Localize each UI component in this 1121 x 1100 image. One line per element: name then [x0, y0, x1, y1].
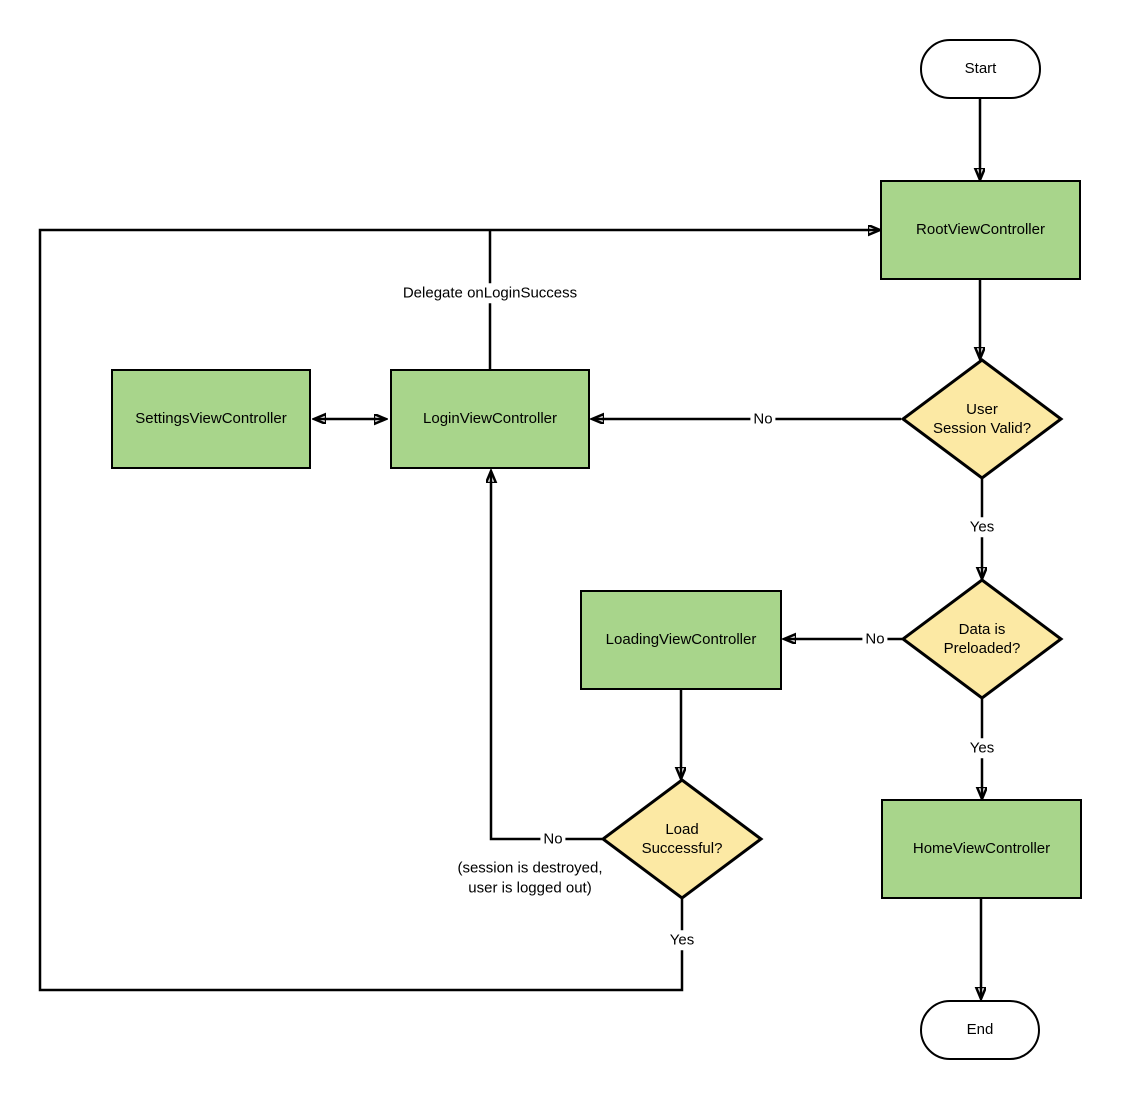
node-load-successful-label: Load Successful?: [641, 820, 723, 858]
node-home-view-controller: HomeViewController: [881, 799, 1082, 899]
label-session-valid-no: No: [750, 409, 776, 429]
edge-load-successful-yes-to-root: [38, 230, 878, 992]
label-data-preloaded-no: No: [862, 629, 888, 649]
node-loading-view-controller-label: LoadingViewController: [605, 630, 757, 648]
diamond-shape: [900, 358, 1064, 480]
label-session-valid-yes: Yes: [966, 517, 998, 537]
node-data-is-preloaded: Data is Preloaded?: [900, 578, 1064, 700]
diamond-shape: [600, 778, 764, 900]
node-loading-view-controller: LoadingViewController: [580, 590, 782, 690]
label-session-destroyed-note: (session is destroyed, user is logged ou…: [454, 858, 606, 898]
node-login-view-controller: LoginViewController: [390, 369, 590, 469]
node-end: End: [920, 1000, 1040, 1060]
node-settings-view-controller-label: SettingsViewController: [135, 409, 287, 427]
label-delegate-onloginsuccess: Delegate onLoginSuccess: [399, 283, 581, 303]
node-root-view-controller: RootViewController: [880, 180, 1081, 280]
node-data-is-preloaded-label: Data is Preloaded?: [943, 620, 1021, 658]
node-load-successful: Load Successful?: [600, 778, 764, 900]
node-home-view-controller-label: HomeViewController: [912, 839, 1051, 857]
node-user-session-valid-label: User Session Valid?: [932, 400, 1032, 438]
label-data-preloaded-yes: Yes: [966, 738, 998, 758]
node-login-view-controller-label: LoginViewController: [423, 409, 557, 427]
node-end-label: End: [966, 1020, 994, 1038]
node-user-session-valid: User Session Valid?: [900, 358, 1064, 480]
node-settings-view-controller: SettingsViewController: [111, 369, 311, 469]
label-load-successful-yes: Yes: [666, 930, 698, 950]
node-start: Start: [920, 39, 1041, 99]
node-root-view-controller-label: RootViewController: [916, 220, 1045, 238]
node-start-label: Start: [964, 59, 997, 77]
label-load-successful-no: No: [540, 829, 566, 849]
diamond-shape: [900, 578, 1064, 700]
